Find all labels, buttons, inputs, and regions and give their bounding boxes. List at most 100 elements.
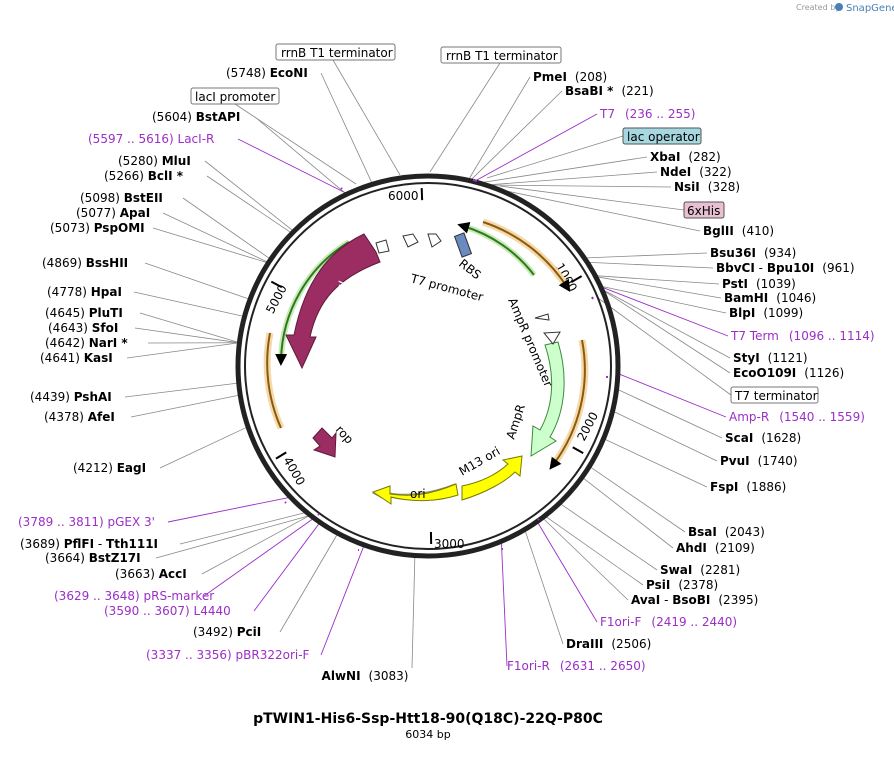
feature-box-rrnb-2[interactable]: rrnB T1 terminator bbox=[440, 46, 562, 64]
tick-5000: 5000 bbox=[263, 282, 290, 316]
enzyme-site-label: PmeI(208) bbox=[533, 70, 607, 84]
enzyme-site[interactable]: (5280) MluI bbox=[118, 154, 191, 168]
enzyme-site[interactable]: (5604) BstAPI bbox=[152, 110, 240, 124]
primer-label: (3789 .. 3811) pGEX 3' bbox=[18, 515, 155, 529]
enzyme-site[interactable]: (3663) AccI bbox=[115, 567, 187, 581]
enzyme-site-label: PstI(1039) bbox=[722, 277, 796, 291]
m13-ori-arrow[interactable] bbox=[461, 455, 523, 501]
enzyme-site-label: (5077) ApaI bbox=[76, 206, 150, 220]
svg-text:T7 terminator: T7 terminator bbox=[734, 389, 818, 403]
enzyme-site[interactable]: DraIII(2506) bbox=[566, 637, 651, 651]
ampR-promoter-arrow bbox=[534, 313, 550, 321]
plasmid-length: 6034 bp bbox=[405, 728, 450, 741]
enzyme-site[interactable]: ScaI(1628) bbox=[725, 431, 801, 445]
enzyme-site-label: ScaI(1628) bbox=[725, 431, 801, 445]
tick-marks bbox=[270, 188, 584, 544]
enzyme-site[interactable]: FspI(1886) bbox=[710, 480, 786, 494]
enzyme-site[interactable]: (4378) AfeI bbox=[44, 410, 115, 424]
enzyme-site[interactable]: (5748) EcoNI bbox=[226, 66, 308, 80]
his-tag-block bbox=[453, 232, 473, 258]
enzyme-site[interactable]: PstI(1039) bbox=[722, 277, 796, 291]
enzyme-site-label: (3663) AccI bbox=[115, 567, 187, 581]
ampR-promoter-arrow-2 bbox=[542, 331, 561, 345]
enzyme-site[interactable]: (4642) NarI * bbox=[45, 336, 128, 350]
enzyme-site-label: FspI(1886) bbox=[710, 480, 786, 494]
feature-box-lac-operator[interactable]: lac operator bbox=[622, 127, 702, 145]
tick-6000: 6000 bbox=[388, 189, 419, 203]
enzyme-site[interactable]: (3689) PflFI - Tth111I bbox=[20, 537, 158, 551]
enzyme-site[interactable]: (3492) PciI bbox=[193, 625, 261, 639]
rop-arrow[interactable] bbox=[312, 427, 337, 458]
enzyme-site[interactable]: (5098) BstEII bbox=[80, 191, 163, 205]
lacI-arrow[interactable] bbox=[285, 233, 381, 370]
enzyme-site[interactable]: (4439) PshAI bbox=[30, 390, 112, 404]
enzyme-site[interactable]: BbvCI - Bpu10I(961) bbox=[716, 261, 855, 275]
primer[interactable]: Amp-R(1540 .. 1559) bbox=[729, 410, 865, 424]
svg-text:6xHis: 6xHis bbox=[687, 204, 720, 218]
enzyme-site[interactable]: AvaI - BsoBI(2395) bbox=[631, 593, 758, 607]
enzyme-site-label: BglII(410) bbox=[703, 224, 774, 238]
enzyme-site-label: (3492) PciI bbox=[193, 625, 261, 639]
primer[interactable]: T7(236 .. 255) bbox=[599, 107, 695, 121]
enzyme-site-label: BbvCI - Bpu10I(961) bbox=[716, 261, 855, 275]
enzyme-site[interactable]: (4778) HpaI bbox=[47, 285, 122, 299]
enzyme-site[interactable]: BsaI(2043) bbox=[688, 525, 765, 539]
enzyme-site[interactable]: NsiI(328) bbox=[674, 180, 740, 194]
primer[interactable]: (3590 .. 3607) L4440 bbox=[104, 604, 231, 618]
primer[interactable]: F1ori-F(2419 .. 2440) bbox=[600, 615, 737, 629]
primer[interactable]: (3789 .. 3811) pGEX 3' bbox=[18, 515, 155, 529]
enzyme-site[interactable]: AlwNI(3083) bbox=[322, 669, 409, 683]
enzyme-site[interactable]: XbaI(282) bbox=[650, 150, 721, 164]
primer-label: F1ori-R(2631 .. 2650) bbox=[507, 659, 646, 673]
orange-arc-3 bbox=[266, 332, 282, 429]
primer[interactable]: T7 Term(1096 .. 1114) bbox=[730, 329, 875, 343]
enzyme-site[interactable]: (4643) SfoI bbox=[48, 321, 118, 335]
enzyme-site[interactable]: (4869) BssHII bbox=[42, 256, 128, 270]
primer-label: (3337 .. 3356) pBR322ori-F bbox=[146, 648, 310, 662]
enzyme-site[interactable]: BsaBI *(221) bbox=[565, 84, 654, 98]
primer[interactable]: (5597 .. 5616) LacI-R bbox=[88, 132, 214, 146]
enzyme-site[interactable]: Bsu36I(934) bbox=[710, 246, 796, 260]
enzyme-site[interactable]: NdeI(322) bbox=[660, 165, 732, 179]
enzyme-site[interactable]: BamHI(1046) bbox=[724, 291, 816, 305]
enzyme-site[interactable]: PmeI(208) bbox=[533, 70, 607, 84]
enzyme-site[interactable]: (5266) BclI * bbox=[104, 169, 184, 183]
enzyme-site-label: (4778) HpaI bbox=[47, 285, 122, 299]
enzyme-site[interactable]: (4641) KasI bbox=[40, 351, 113, 365]
enzyme-site-label: BsaBI *(221) bbox=[565, 84, 654, 98]
enzyme-site[interactable]: (4212) EagI bbox=[73, 461, 146, 475]
enzyme-site[interactable]: (4645) PluTI bbox=[45, 306, 123, 320]
enzyme-site[interactable]: AhdI(2109) bbox=[676, 541, 755, 555]
enzyme-site[interactable]: BlpI(1099) bbox=[729, 306, 803, 320]
enzyme-site[interactable]: (5077) ApaI bbox=[76, 206, 150, 220]
rbs-label: RBS bbox=[456, 256, 484, 282]
enzyme-site[interactable]: StyI(1121) bbox=[733, 351, 808, 365]
snapgene-logo-icon bbox=[835, 3, 843, 11]
enzyme-site[interactable]: (5073) PspOMI bbox=[50, 221, 145, 235]
primer-label: Amp-R(1540 .. 1559) bbox=[729, 410, 865, 424]
feature-box-rrnb-1[interactable]: rrnB T1 terminator bbox=[275, 43, 396, 61]
primer-label: (5597 .. 5616) LacI-R bbox=[88, 132, 214, 146]
enzyme-site-label: AvaI - BsoBI(2395) bbox=[631, 593, 758, 607]
enzyme-site[interactable]: SwaI(2281) bbox=[660, 563, 740, 577]
enzyme-site[interactable]: EcoO109I(1126) bbox=[733, 366, 844, 380]
plasmid-title: pTWIN1-His6-Ssp-Htt18-90(Q18C)-22Q-P80C bbox=[253, 711, 603, 727]
feature-box-6xhis[interactable]: 6xHis bbox=[683, 201, 725, 219]
enzyme-site-label: (5098) BstEII bbox=[80, 191, 163, 205]
feature-box-laci-promoter[interactable]: lacI promoter bbox=[190, 87, 280, 105]
primer[interactable]: (3629 .. 3648) pRS-marker bbox=[54, 589, 214, 603]
svg-text:lac operator: lac operator bbox=[627, 130, 700, 144]
primer[interactable]: (3337 .. 3356) pBR322ori-F bbox=[146, 648, 310, 662]
orange-arc-2 bbox=[549, 339, 586, 470]
enzyme-site[interactable]: PvuI(1740) bbox=[720, 454, 798, 468]
primer-labels: T7(236 .. 255) T7 Term(1096 .. 1114) Amp-R… bbox=[18, 107, 875, 673]
enzyme-site[interactable]: PsiI(2378) bbox=[646, 578, 718, 592]
enzyme-site[interactable]: (3664) BstZ17I bbox=[45, 551, 141, 565]
rop-label: rop bbox=[333, 423, 357, 447]
ampR-arrow[interactable] bbox=[530, 341, 565, 457]
primer[interactable]: F1ori-R(2631 .. 2650) bbox=[507, 659, 646, 673]
feature-box-t7-terminator[interactable]: T7 terminator bbox=[730, 386, 819, 404]
enzyme-site[interactable]: BglII(410) bbox=[703, 224, 774, 238]
enzyme-labels-left: (5748) EcoNI (5604) BstAPI (5280) MluI(526… bbox=[20, 66, 308, 639]
ori-label: ori bbox=[410, 487, 426, 501]
